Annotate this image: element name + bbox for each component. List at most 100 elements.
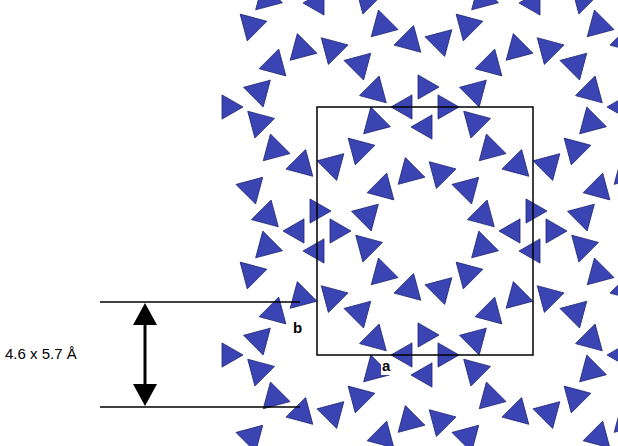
tetrahedron	[418, 323, 439, 347]
tetrahedron	[456, 262, 483, 289]
tetrahedron	[256, 0, 283, 10]
tetrahedron	[472, 231, 499, 258]
tetrahedron	[583, 173, 610, 200]
tetrahedron	[356, 0, 383, 14]
tetrahedron	[519, 0, 540, 15]
arrow-head	[133, 303, 157, 325]
tetrahedron	[587, 10, 614, 37]
tetrahedron	[452, 425, 479, 446]
tetrahedron	[303, 0, 324, 15]
tetrahedron	[256, 231, 283, 258]
tetrahedra	[222, 0, 618, 446]
tetrahedron	[506, 34, 533, 61]
tetrahedron	[317, 154, 344, 181]
axis-label: a	[381, 358, 391, 375]
tetrahedron	[371, 258, 398, 285]
tetrahedron	[576, 76, 603, 103]
tetrahedron	[460, 328, 487, 355]
tetrahedron	[263, 134, 290, 161]
tetrahedron	[290, 34, 317, 61]
tetrahedron	[568, 204, 595, 231]
tetrahedron	[371, 10, 398, 37]
dimension-marker	[100, 302, 300, 407]
tetrahedron	[607, 95, 618, 119]
tetrahedron	[526, 199, 547, 223]
tetrahedron	[607, 343, 618, 367]
tetrahedron	[533, 402, 560, 429]
tetrahedron	[475, 49, 502, 76]
tetrahedron	[464, 359, 491, 386]
dimension-label: 4.6 x 5.7 Å	[4, 346, 78, 363]
tetrahedron	[506, 282, 533, 309]
tetrahedron	[452, 177, 479, 204]
tetrahedron	[533, 154, 560, 181]
tetrahedron	[259, 49, 286, 76]
tetrahedron	[236, 425, 263, 446]
tetrahedron	[576, 324, 603, 351]
tetrahedron	[464, 111, 491, 138]
tetrahedron	[348, 138, 375, 165]
tetrahedron	[364, 107, 391, 134]
tetrahedron	[244, 328, 271, 355]
tetrahedron	[248, 111, 275, 138]
tetrahedron	[317, 402, 344, 429]
tetrahedron	[580, 107, 607, 134]
tetrahedron	[572, 235, 599, 262]
tetrahedron	[472, 0, 499, 10]
tetrahedron	[222, 343, 243, 367]
tetrahedron	[367, 173, 394, 200]
tetrahedron	[290, 282, 317, 309]
tetrahedron	[252, 200, 279, 227]
tetrahedron	[587, 258, 614, 285]
tetrahedron	[259, 297, 286, 324]
tetrahedron	[460, 80, 487, 107]
tetrahedron	[572, 0, 599, 14]
tetrahedron	[398, 406, 425, 433]
tetrahedron	[475, 297, 502, 324]
tetrahedron	[222, 95, 243, 119]
tetrahedron	[360, 324, 387, 351]
tetrahedron	[564, 138, 591, 165]
tetrahedron	[398, 158, 425, 185]
tetrahedron	[468, 200, 495, 227]
tetrahedron	[356, 235, 383, 262]
tetrahedron	[310, 199, 331, 223]
tetrahedron	[263, 382, 290, 409]
tetrahedron	[344, 301, 371, 328]
tetrahedron	[367, 421, 394, 446]
tetrahedron	[519, 239, 540, 263]
tetrahedron	[348, 386, 375, 413]
tetrahedron	[499, 219, 520, 243]
tetrahedron	[479, 134, 506, 161]
tetrahedron	[411, 115, 432, 139]
axis-label: b	[292, 320, 303, 337]
extension-line	[100, 406, 300, 408]
unit-cell	[317, 107, 533, 355]
tetrahedron	[546, 219, 567, 243]
dimension-line	[144, 322, 147, 387]
tetrahedron	[344, 53, 371, 80]
tetrahedron	[411, 363, 432, 387]
tetrahedron	[360, 76, 387, 103]
tetrahedron	[240, 262, 267, 289]
tetrahedron	[425, 30, 452, 57]
tetrahedron	[425, 278, 452, 305]
tetrahedron	[352, 204, 379, 231]
tetrahedron	[240, 14, 267, 41]
tetrahedron	[283, 219, 304, 243]
tetrahedron	[418, 75, 439, 99]
tetrahedron	[364, 355, 391, 382]
tetrahedron	[614, 406, 618, 433]
tetrahedron	[248, 359, 275, 386]
tetrahedron	[244, 80, 271, 107]
tetrahedron	[614, 158, 618, 185]
tetrahedron	[560, 301, 587, 328]
tetrahedron	[479, 382, 506, 409]
tetrahedron	[303, 239, 324, 263]
tetrahedron	[580, 355, 607, 382]
tetrahedron	[583, 421, 610, 446]
tetrahedron	[560, 53, 587, 80]
arrow-head	[133, 384, 157, 406]
tetrahedron	[236, 177, 263, 204]
